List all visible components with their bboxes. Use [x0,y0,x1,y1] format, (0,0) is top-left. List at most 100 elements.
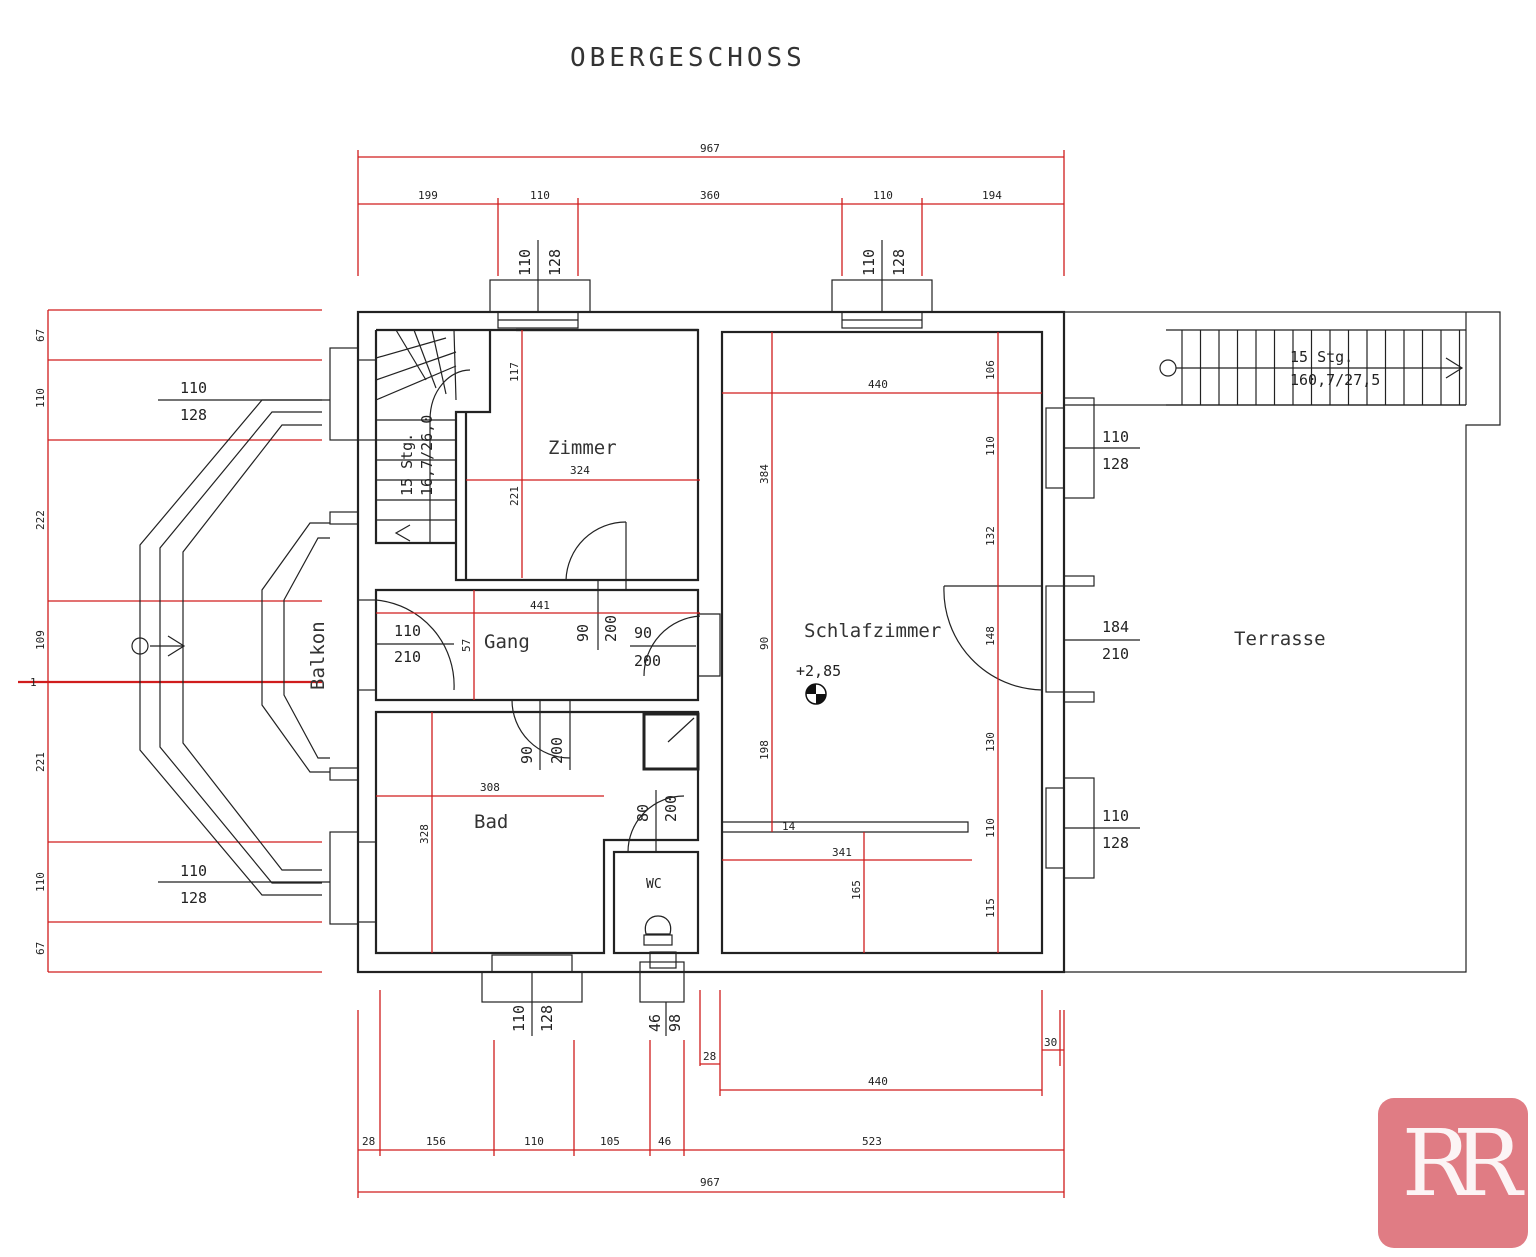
dim-top-1: 199 [418,189,438,202]
dim-bottom-6: 523 [862,1135,882,1148]
dim-small-14: 14 [782,820,796,833]
dim-bad-h: 328 [418,824,431,844]
win-right-top-a: 110 [1102,428,1129,446]
win-left-top-a: 110 [180,379,207,397]
inner-stairs: 15 Stg. 16,7/26,0 [375,329,471,543]
logo-text: RR [1401,1110,1523,1217]
dim-wc-area-h: 165 [850,880,863,900]
dim-left-3: 222 [34,510,47,530]
dim-gang-w: 441 [530,599,550,612]
dim-top-total: 967 [700,142,720,155]
dim-schlaf-90: 90 [758,637,771,650]
win-right-bot-a: 110 [1102,807,1129,825]
dim-schlaf-r6: 110 [984,818,997,838]
win-left-bot-b: 128 [180,889,207,907]
dim-bottom-2: 156 [426,1135,446,1148]
dim-schlaf-w: 440 [868,378,888,391]
dim-bad-w: 308 [480,781,500,794]
win-bot-wc-a: 46 [646,1014,664,1032]
room-gang: Gang [484,631,530,653]
terr-door-b: 210 [1102,645,1129,663]
plan-title: OBERGESCHOSS [570,43,806,73]
dim-schlaf-r2: 110 [984,436,997,456]
dim-zimmer-w: 324 [570,464,590,477]
dim-schlaf-h1: 384 [758,464,771,484]
wc-door-a: 80 [634,804,652,822]
dim-schlaf-r1: 106 [984,360,997,380]
zimmer-door-a: 90 [574,624,592,642]
outer-stairs-size: 160,7/27,5 [1290,371,1380,389]
dim-bottom-440: 440 [868,1075,888,1088]
doors: 110 210 90 200 90 200 90 200 80 200 184 … [329,511,1140,853]
bottom-dimensions: 28 156 110 105 46 523 967 440 28 30 [357,990,1065,1198]
dim-bottom-5: 46 [658,1135,671,1148]
outer-stairs-count: 15 Stg. [1290,348,1353,366]
dim-schlaf-r7: 115 [984,898,997,918]
dim-schlaf-198: 198 [758,740,771,760]
dim-wc-area-w: 341 [832,846,852,859]
top-dimensions: 967 199 110 360 110 194 [357,142,1065,276]
logo-badge [1378,1098,1528,1248]
interior-dimensions: 324 117 221 441 57 440 384 90 198 106 11… [376,330,1042,953]
win-bot-bad-a: 110 [510,1005,528,1032]
wc-door-b: 200 [662,795,680,822]
dim-left-8: 67 [34,942,47,955]
win-top-right-b: 128 [890,249,908,276]
win-right-bot-b: 128 [1102,834,1129,852]
room-wc: WC [646,877,662,892]
outer-stairs: 15 Stg. 160,7/27,5 [1159,329,1466,406]
dim-left-7: 110 [34,872,47,892]
dim-left-6: 221 [34,752,47,772]
room-labels: Zimmer Schlafzimmer Gang Bad WC Terrasse… [474,437,1326,892]
win-right-top-b: 128 [1102,455,1129,473]
dim-schlaf-r3: 132 [984,526,997,546]
dim-gang-h: 57 [460,639,473,652]
balcony: Balkon [131,399,330,896]
room-schlafzimmer: Schlafzimmer [804,620,941,642]
room-bad: Bad [474,811,508,833]
balkon-door-a: 110 [394,622,421,640]
dim-top-4: 110 [873,189,893,202]
win-bot-bad-b: 128 [538,1005,556,1032]
inner-stairs-size: 16,7/26,0 [418,415,436,496]
dim-zimmer-h1: 117 [508,362,521,382]
inner-walls [374,328,1044,955]
level-marker: +2,85 [796,662,841,680]
inner-stairs-count: 15 Stg. [398,433,416,496]
dim-schlaf-r4: 148 [984,626,997,646]
gang-door-b: 200 [634,652,661,670]
dim-zimmer-h2: 221 [508,486,521,506]
bad-door-b: 200 [548,737,566,764]
dim-left-5: 1 [30,676,37,689]
gang-door-a: 90 [634,624,652,642]
dim-bottom-4: 105 [600,1135,620,1148]
dim-left-4: 109 [34,630,47,650]
bad-door-a: 90 [518,746,536,764]
win-top-left-a: 110 [516,249,534,276]
dim-left-1: 67 [34,329,47,342]
zimmer-door-b: 200 [602,615,620,642]
win-top-left-b: 128 [546,249,564,276]
windows: 110 128 110 128 110 128 110 128 110 128 … [158,240,1140,1036]
dim-bottom-3: 110 [524,1135,544,1148]
dim-top-2: 110 [530,189,550,202]
win-bot-wc-b: 98 [666,1014,684,1032]
dim-schlaf-r5: 130 [984,732,997,752]
balkon-door-b: 210 [394,648,421,666]
terr-door-a: 184 [1102,618,1129,636]
dim-bottom-30: 30 [1044,1036,1057,1049]
room-balkon: Balkon [307,621,329,690]
dim-bottom-1: 28 [362,1135,375,1148]
dim-top-3: 360 [700,189,720,202]
win-left-top-b: 128 [180,406,207,424]
room-terrasse: Terrasse [1234,628,1326,650]
win-top-right-a: 110 [860,249,878,276]
dim-bottom-28b: 28 [703,1050,716,1063]
left-dimensions: 67 110 222 109 1 221 110 67 [18,309,322,973]
win-left-bot-a: 110 [180,862,207,880]
dim-left-2: 110 [34,388,47,408]
room-zimmer: Zimmer [548,437,617,459]
dim-bottom-total: 967 [700,1176,720,1189]
dim-top-5: 194 [982,189,1002,202]
